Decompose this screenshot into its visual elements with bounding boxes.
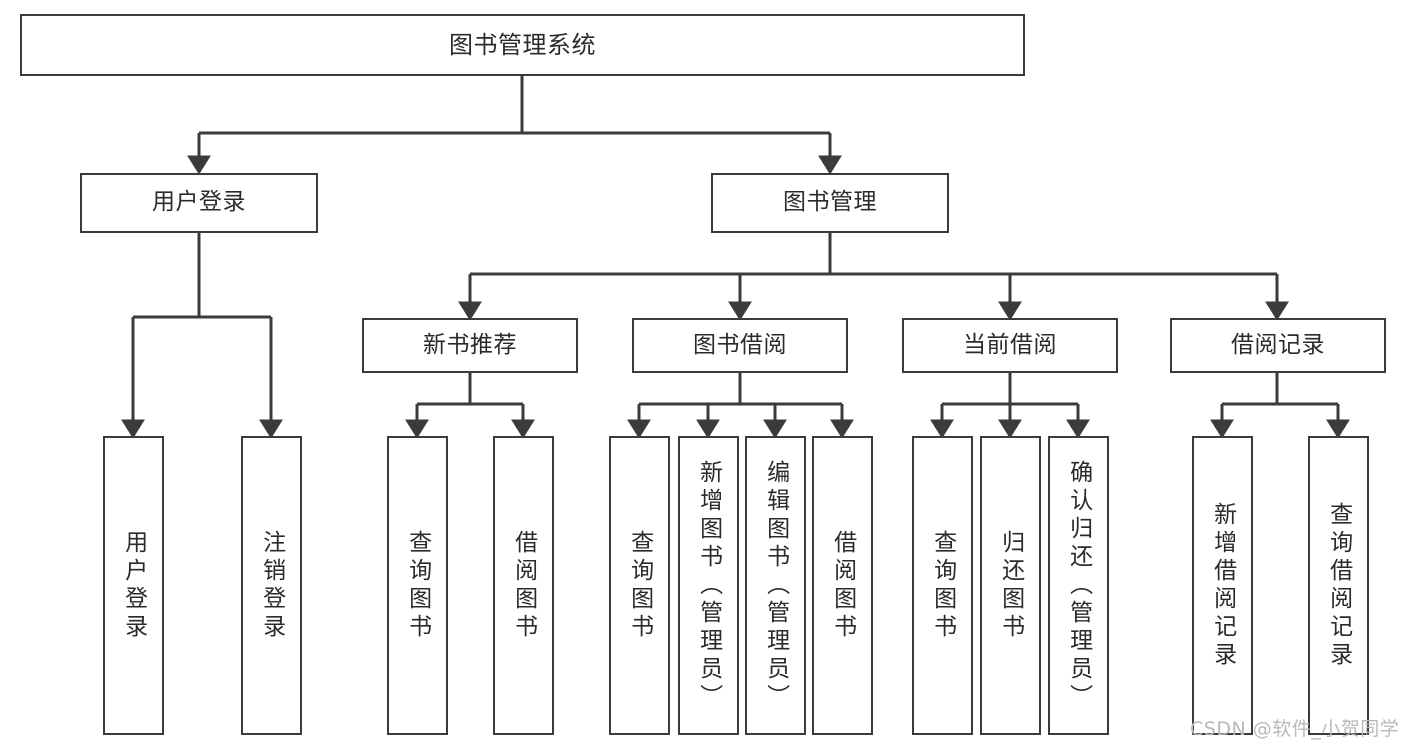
leaf-newbook-query-book[interactable]: 查询图书: [387, 436, 448, 735]
leaf-borrow-borrow-book[interactable]: 借阅图书: [812, 436, 873, 735]
node-current-borrow[interactable]: 当前借阅: [902, 318, 1118, 373]
node-user-login[interactable]: 用户登录: [80, 173, 318, 233]
node-label: 借阅图书: [829, 529, 856, 642]
leaf-borrow-add-book-admin[interactable]: 新增图书（管理员）: [678, 436, 739, 735]
leaf-records-add-record[interactable]: 新增借阅记录: [1192, 436, 1253, 735]
node-label: 新书推荐: [423, 331, 517, 358]
node-label: 图书管理系统: [449, 30, 596, 59]
node-label: 当前借阅: [963, 331, 1057, 358]
leaf-current-query-book[interactable]: 查询图书: [912, 436, 973, 735]
leaf-current-confirm-return-admin[interactable]: 确认归还（管理员）: [1048, 436, 1109, 735]
node-label: 用户登录: [120, 529, 147, 642]
node-label: 查询图书: [404, 529, 431, 642]
leaf-records-query-record[interactable]: 查询借阅记录: [1308, 436, 1369, 735]
node-root-system[interactable]: 图书管理系统: [20, 14, 1025, 76]
csdn-watermark: CSDN @软件_小贺同学: [1190, 718, 1400, 740]
node-label: 新增图书（管理员）: [695, 459, 722, 712]
leaf-borrow-edit-book-admin[interactable]: 编辑图书（管理员）: [745, 436, 806, 735]
node-label: 确认归还（管理员）: [1065, 459, 1092, 712]
node-label: 新增借阅记录: [1209, 501, 1236, 670]
leaf-borrow-query-book[interactable]: 查询图书: [609, 436, 670, 735]
node-label: 借阅记录: [1231, 331, 1325, 358]
node-borrow-records[interactable]: 借阅记录: [1170, 318, 1386, 373]
node-label: 归还图书: [997, 529, 1024, 642]
leaf-user-logout[interactable]: 注销登录: [241, 436, 302, 735]
node-label: 用户登录: [152, 189, 246, 216]
leaf-current-return-book[interactable]: 归还图书: [980, 436, 1041, 735]
node-label: 借阅图书: [510, 529, 537, 642]
node-label: 查询借阅记录: [1325, 501, 1352, 670]
node-label: 编辑图书（管理员）: [762, 459, 789, 712]
node-label: 图书管理: [783, 189, 877, 216]
node-label: 注销登录: [258, 529, 285, 642]
node-label: 查询图书: [929, 529, 956, 642]
node-book-borrow[interactable]: 图书借阅: [632, 318, 848, 373]
node-book-management[interactable]: 图书管理: [711, 173, 949, 233]
node-new-book-recommend[interactable]: 新书推荐: [362, 318, 578, 373]
leaf-newbook-borrow-book[interactable]: 借阅图书: [493, 436, 554, 735]
leaf-user-login[interactable]: 用户登录: [103, 436, 164, 735]
node-label: 图书借阅: [693, 331, 787, 358]
node-label: 查询图书: [626, 529, 653, 642]
